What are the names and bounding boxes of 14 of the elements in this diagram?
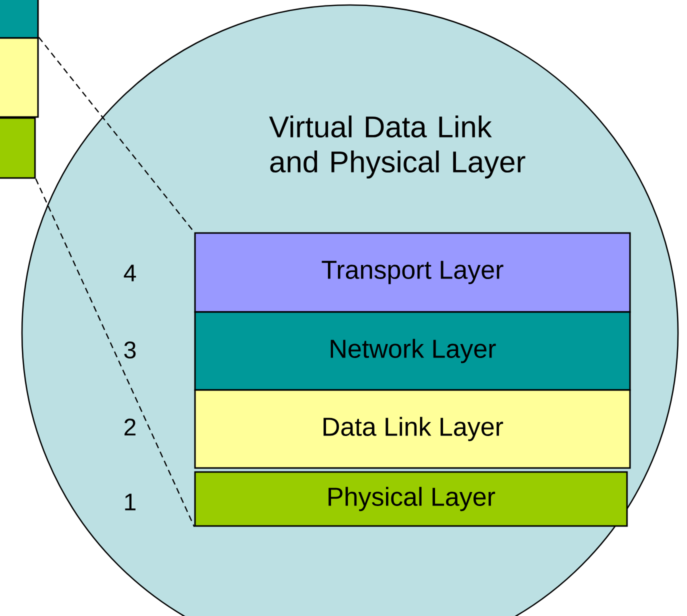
layer-box: Data Link Layer [194, 389, 631, 469]
layer-number: 3 [124, 342, 136, 358]
dashed-line [38, 36, 195, 233]
layer-box: Physical Layer [194, 471, 628, 527]
box [0, 0, 39, 39]
layer-number: 1 [125, 494, 136, 510]
layer-number: 2 [124, 418, 136, 436]
layer-number: 4 [124, 264, 136, 282]
dashed-line [35, 178, 195, 527]
box [0, 117, 36, 179]
layer-box: Transport Layer [194, 232, 631, 313]
circle-title: Virtual Data Link and Physical Layer [269, 116, 526, 178]
box [0, 37, 39, 118]
layer-box: Network Layer [194, 311, 631, 391]
